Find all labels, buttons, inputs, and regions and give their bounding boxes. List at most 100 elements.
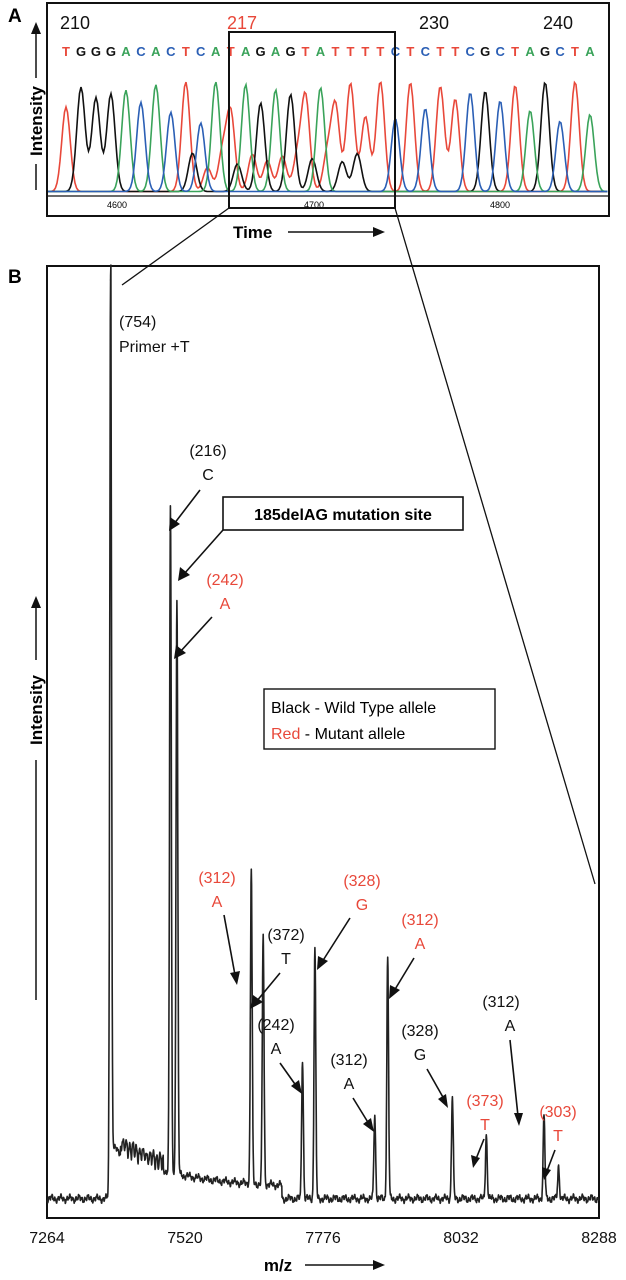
- spectrum-peak-6: [314, 955, 316, 958]
- panel-b-frame: [46, 265, 600, 1219]
- base-call-23: T: [406, 44, 414, 59]
- annotation-328-g-wild: (328) G: [401, 1023, 448, 1108]
- panel-a-letter: A: [8, 6, 22, 27]
- annotation-312-a-wild-2: (312) A: [482, 994, 523, 1126]
- base-call-28: G: [480, 44, 490, 59]
- annotation-312w1-base: A: [344, 1076, 355, 1093]
- annotation-328w-base: G: [414, 1047, 426, 1064]
- base-call-11: T: [227, 44, 235, 59]
- annotation-216-c: (216) C: [169, 443, 227, 531]
- annotation-372-t: (372) T: [250, 927, 305, 1009]
- base-call-12: A: [241, 44, 251, 59]
- position-label-217: 217: [227, 13, 257, 33]
- spectrum-peak-10: [485, 1141, 488, 1143]
- annotation-303-t-mutant: (303) T: [539, 1104, 577, 1180]
- annotation-372-mass: (372): [267, 927, 304, 944]
- base-call-31: A: [525, 44, 535, 59]
- spectrum-peak-3: [250, 891, 253, 893]
- base-call-15: G: [286, 44, 296, 59]
- legend-wild-type: Black - Wild Type allele: [271, 700, 436, 717]
- annotation-312w2-base: A: [505, 1018, 516, 1035]
- spectrum-peak-0: [109, 279, 112, 281]
- annotation-242m-mass: (242): [206, 572, 243, 589]
- panel-a-ylabel-text: Intensity: [27, 86, 46, 156]
- mz-arrow: [305, 1260, 385, 1270]
- base-call-33: C: [555, 44, 565, 59]
- time-tick-4800: 4800: [490, 200, 510, 210]
- position-label-210: 210: [60, 13, 90, 33]
- annotation-242w-base: A: [271, 1041, 282, 1058]
- base-call-16: T: [302, 44, 310, 59]
- base-call-0: T: [62, 44, 70, 59]
- base-call-29: C: [496, 44, 506, 59]
- annotation-328-g-mutant: (328) G: [317, 873, 381, 970]
- base-call-18: T: [332, 44, 340, 59]
- annotation-312-a-mutant-1: (312) A: [198, 870, 240, 985]
- annotation-328m-mass: (328): [343, 873, 380, 890]
- mz-tick-7520: 7520: [167, 1230, 203, 1247]
- position-label-240: 240: [543, 13, 573, 33]
- base-call-9: C: [196, 44, 206, 59]
- base-call-19: T: [347, 44, 355, 59]
- annotation-242-a-wild: (242) A: [257, 1017, 302, 1094]
- panel-a-xlabel: Time: [233, 223, 272, 242]
- annotation-312m1-base: A: [212, 894, 223, 911]
- spectrum-peak-7: [374, 1122, 376, 1125]
- annotation-372-base: T: [281, 951, 291, 968]
- mz-tick-8288: 8288: [581, 1230, 617, 1247]
- spectrum-peak-11: [543, 1122, 545, 1125]
- annotation-primer: (754) Primer +T: [119, 314, 190, 356]
- base-call-7: C: [166, 44, 176, 59]
- chromatogram-traces: [48, 80, 608, 193]
- annotation-312w1-mass: (312): [330, 1052, 367, 1069]
- base-call-2: G: [91, 44, 101, 59]
- panel-b-xlabel: m/z: [264, 1256, 292, 1275]
- mutation-site-label: 185delAG mutation site: [254, 507, 432, 524]
- zoom-connector-lines: [121, 207, 596, 885]
- mz-tick-8032: 8032: [443, 1230, 479, 1247]
- legend-mutant: Red - Mutant allele: [271, 726, 405, 743]
- panel-a-ylabel: Intensity: [27, 22, 46, 190]
- base-call-32: G: [540, 44, 550, 59]
- base-call-30: T: [511, 44, 519, 59]
- annotation-373m-mass: (373): [466, 1093, 503, 1110]
- position-label-230: 230: [419, 13, 449, 33]
- panel-b-letter: B: [8, 267, 22, 288]
- peak-apex-marks: [109, 279, 560, 1176]
- base-call-17: A: [316, 44, 326, 59]
- base-call-4: A: [121, 44, 131, 59]
- mutation-site-callout[interactable]: 185delAG mutation site: [178, 496, 464, 581]
- spectrum-peak-12: [557, 1173, 560, 1176]
- time-arrow: [288, 227, 385, 237]
- annotation-312m2-mass: (312): [401, 912, 438, 929]
- trace-e8483a: [48, 80, 608, 193]
- spectrum-peak-9: [451, 1104, 454, 1106]
- base-call-35: A: [585, 44, 595, 59]
- annotation-242w-mass: (242): [257, 1017, 294, 1034]
- panel-b-ylabel: Intensity: [27, 596, 46, 1000]
- time-tick-4600: 4600: [107, 200, 127, 210]
- mz-tick-7776: 7776: [305, 1230, 341, 1247]
- annotation-312-a-mutant-2: (312) A: [389, 912, 439, 999]
- annotation-312m1-mass: (312): [198, 870, 235, 887]
- base-call-6: A: [151, 44, 161, 59]
- spectrum-peak-8: [386, 965, 389, 967]
- base-call-20: T: [361, 44, 369, 59]
- base-call-13: G: [256, 44, 266, 59]
- panel-a-frame: [46, 2, 610, 217]
- annotation-328w-mass: (328): [401, 1023, 438, 1040]
- legend: Black - Wild Type allele Red - Mutant al…: [263, 688, 496, 750]
- trace-2b5fb5: [48, 93, 608, 193]
- time-tick-4700: 4700: [304, 200, 324, 210]
- annotation-216-mass: (216): [189, 443, 226, 460]
- annotation-242m-base: A: [220, 596, 231, 613]
- spectrum-peak-4: [262, 955, 265, 958]
- annotation-373m-base: T: [480, 1117, 490, 1134]
- annotation-312m2-base: A: [415, 936, 426, 953]
- annotation-242-a-mutant: (242) A: [174, 572, 244, 659]
- base-call-24: C: [421, 44, 431, 59]
- base-call-25: T: [436, 44, 444, 59]
